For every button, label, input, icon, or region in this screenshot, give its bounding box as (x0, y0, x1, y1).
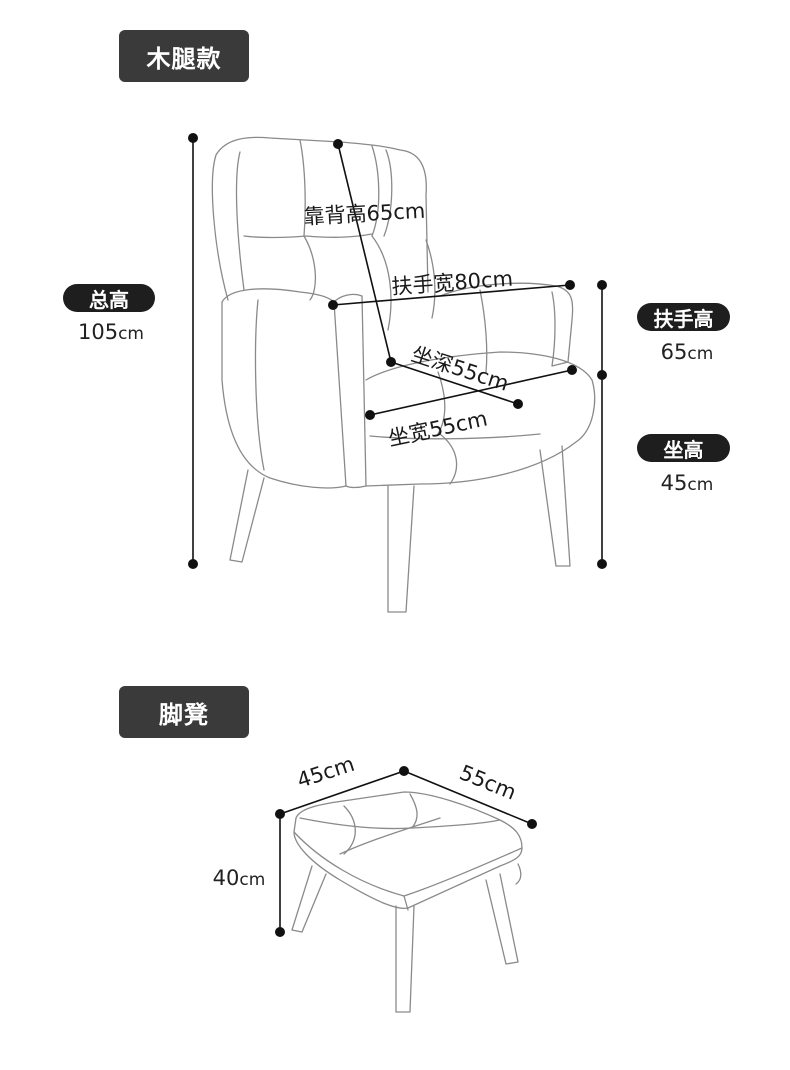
armrest-width-label: 扶手宽80cm (391, 267, 514, 299)
seat-width-dimension-line (365, 365, 577, 420)
seat-depth-dimension-line (390, 361, 523, 409)
stool-height-dimension-line (275, 814, 285, 937)
stool-depth-label: 45cm (294, 752, 357, 793)
armrest-width-dimension-line (328, 280, 575, 310)
armrest-height-unit: cm (687, 344, 714, 364)
footstool-illustration (291, 791, 523, 1013)
total-height-number: 105 (77, 320, 119, 344)
stool-width-dimension-line (403, 770, 537, 829)
seat-depth-label: 坐深55cm (408, 342, 511, 396)
total-height-pill: 总高 (63, 284, 155, 312)
total-height-unit: cm (118, 324, 144, 344)
armchair-illustration (211, 136, 596, 613)
section-tag-footstool: 脚凳 (119, 686, 249, 738)
armrest-seat-height-dimension-line (597, 280, 607, 569)
seat-width-label: 坐宽55cm (386, 406, 490, 450)
total-height-value: 105cm (63, 320, 159, 344)
seat-height-pill: 坐高 (637, 434, 730, 462)
backrest-height-dimension-line (333, 139, 396, 367)
total-height-dimension-line (188, 133, 198, 569)
stool-height-value: 40cm (204, 866, 274, 890)
armrest-height-number: 65 (660, 340, 688, 364)
backrest-height-label: 靠背高65cm (303, 199, 426, 229)
armrest-height-pill: 扶手高 (637, 303, 730, 331)
stool-height-unit: cm (239, 870, 266, 890)
section-tag-wood-leg-chair: 木腿款 (119, 30, 249, 82)
seat-height-unit: cm (687, 475, 714, 495)
stool-width-label: 55cm (456, 760, 519, 804)
seat-height-value: 45cm (637, 471, 737, 495)
stool-height-number: 40 (212, 866, 240, 890)
seat-height-number: 45 (660, 471, 688, 495)
armrest-height-value: 65cm (637, 340, 737, 364)
